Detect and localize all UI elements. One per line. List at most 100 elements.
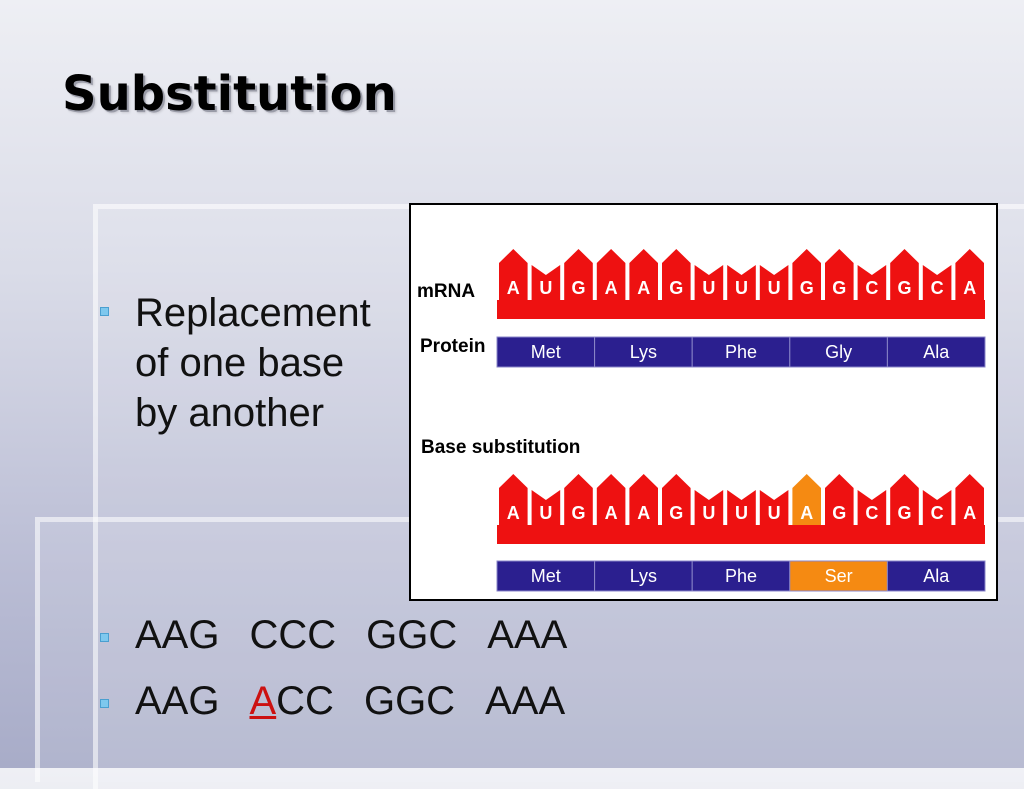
amino-acid-cell (691, 336, 791, 368)
protein-label: Protein (420, 336, 485, 357)
amino-acid-cell (789, 336, 888, 368)
nucleotide-letter: A (507, 503, 520, 523)
amino-acid-label: Ser (825, 566, 853, 586)
bullet-square-icon (100, 307, 109, 316)
nucleotide-tab (499, 249, 528, 300)
nucleotide-letter: U (735, 278, 748, 298)
nucleotide-tab (531, 490, 561, 525)
nucleotide-tab (759, 265, 789, 300)
nucleotide-letter: C (931, 278, 944, 298)
nucleotide-letter: C (931, 503, 944, 523)
nucleotide-letter: C (865, 278, 878, 298)
nucleotide-tab (694, 490, 724, 525)
bullet-square-icon (100, 699, 109, 708)
nucleotide-tab (531, 265, 561, 300)
slide-title: Substitution (62, 66, 397, 122)
codon: AAA (487, 613, 568, 657)
mutated-codon: ACC (249, 679, 333, 724)
nucleotide-tab (564, 474, 593, 525)
nucleotide-tab (564, 249, 593, 300)
substituted-base: A (249, 679, 277, 723)
sequence-text: AAG ACC GGC AAA (135, 679, 595, 724)
codon: CCC (249, 613, 337, 657)
nucleotide-letter: G (669, 278, 683, 298)
amino-acid-cell (886, 336, 986, 368)
nucleotide-tab (662, 474, 691, 525)
nucleotide-letter: A (963, 503, 976, 523)
nucleotide-letter: G (669, 503, 683, 523)
nucleotide-letter: A (963, 278, 976, 298)
amino-acid-label: Phe (725, 566, 757, 586)
amino-acid-cell (496, 336, 596, 368)
nucleotide-tab (629, 249, 658, 300)
bullet-line: of one base (135, 341, 345, 385)
nucleotide-tab (825, 474, 854, 525)
nucleotide-tab (759, 490, 789, 525)
nucleotide-letter: U (702, 278, 715, 298)
nucleotide-letter: U (539, 278, 552, 298)
nucleotide-letter: G (832, 278, 846, 298)
nucleotide-letter: A (605, 503, 618, 523)
codon: GGC (363, 679, 456, 723)
nucleotide-tab (922, 490, 952, 525)
nucleotide-letter: G (897, 503, 911, 523)
nucleotide-letter: C (865, 503, 878, 523)
nucleotide-tab (857, 265, 887, 300)
nucleotide-tab (727, 490, 756, 525)
amino-acid-cell (789, 560, 888, 592)
codon-rest: CC (276, 679, 334, 723)
nucleotide-tab (629, 474, 658, 525)
nucleotide-letter: U (735, 503, 748, 523)
nucleotide-tab (955, 249, 984, 300)
nucleotide-tab (825, 249, 854, 300)
amino-acid-cell (594, 560, 693, 592)
amino-acid-label: Lys (630, 342, 657, 362)
nucleotide-tab (596, 474, 626, 525)
mrna-backbone (497, 300, 985, 319)
base-substitution-label: Base substitution (421, 437, 580, 458)
amino-acid-label: Ala (923, 566, 950, 586)
nucleotide-letter: A (637, 503, 650, 523)
nucleotide-tab (694, 265, 724, 300)
codon: AAG (135, 679, 220, 723)
nucleotide-tab (890, 249, 919, 300)
amino-acid-cell (594, 336, 693, 368)
codon: GGC (366, 613, 458, 657)
nucleotide-letter: G (832, 503, 846, 523)
nucleotide-letter: A (637, 278, 650, 298)
nucleotide-tab (922, 265, 952, 300)
nucleotide-tab (727, 265, 756, 300)
bullet-text: Replacement of one base by another (135, 288, 371, 438)
amino-acid-label: Phe (725, 342, 757, 362)
nucleotide-letter: A (605, 278, 618, 298)
nucleotide-tab (662, 249, 691, 300)
codon: AAA (485, 679, 566, 723)
nucleotide-letter: G (897, 278, 911, 298)
amino-acid-label: Met (531, 342, 561, 362)
amino-acid-label: Lys (630, 566, 657, 586)
amino-acid-cell (496, 560, 596, 592)
nucleotide-tab (792, 249, 821, 300)
amino-acid-cell (886, 560, 986, 592)
nucleotide-letter: G (800, 278, 814, 298)
amino-acid-label: Ala (923, 342, 950, 362)
nucleotide-letter: G (571, 503, 585, 523)
amino-acid-label: Gly (825, 342, 852, 362)
mrna-backbone (497, 525, 985, 544)
mrna-label: mRNA (417, 281, 475, 302)
nucleotide-letter: A (800, 503, 813, 523)
nucleotide-letter: U (768, 278, 781, 298)
nucleotide-letter: G (571, 278, 585, 298)
nucleotide-tab (499, 474, 528, 525)
amino-acid-cell (691, 560, 791, 592)
nucleotide-tab (955, 474, 984, 525)
nucleotide-tab (792, 474, 821, 525)
nucleotide-tab (857, 490, 887, 525)
nucleotide-tab (890, 474, 919, 525)
bullet-line: by another (135, 391, 325, 435)
nucleotide-letter: U (539, 503, 552, 523)
nucleotide-letter: U (702, 503, 715, 523)
